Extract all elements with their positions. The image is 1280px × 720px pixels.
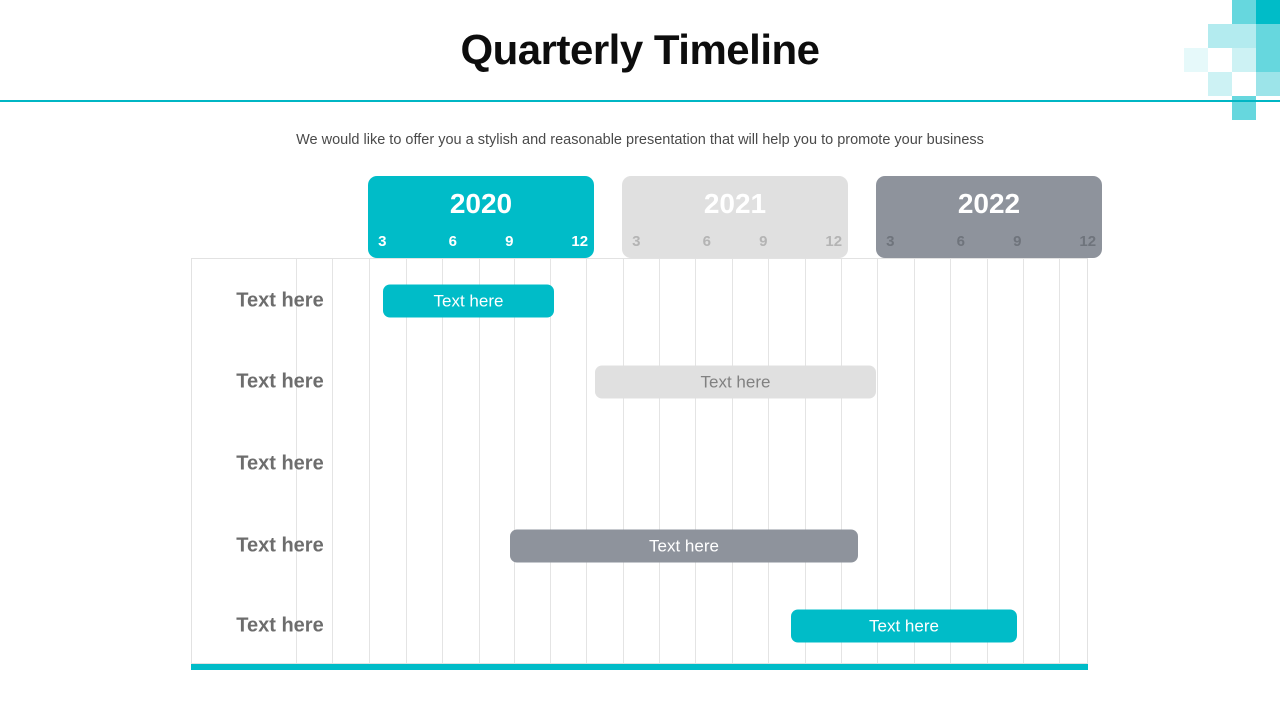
- task-bar[interactable]: Text here: [383, 284, 554, 318]
- gridline: [1023, 259, 1024, 663]
- month-tick-label: 12: [571, 233, 589, 250]
- row-label: Text here: [236, 452, 324, 475]
- page-subtitle: We would like to offer you a stylish and…: [296, 132, 984, 148]
- timeline-baseline: [191, 664, 1088, 670]
- row-label: Text here: [236, 534, 324, 557]
- page-title: Quarterly Timeline: [460, 26, 820, 73]
- month-tick-label: 12: [1079, 233, 1097, 250]
- year-label: 2021: [703, 188, 767, 219]
- year-label: 2022: [957, 188, 1021, 219]
- year-header-2020[interactable]: 2020 3 6 9 12: [368, 176, 594, 258]
- gridline: [296, 259, 297, 663]
- gridline: [914, 259, 915, 663]
- month-tick-label: 9: [1013, 233, 1022, 250]
- gridline: [479, 259, 480, 663]
- gridline: [332, 259, 333, 663]
- month-tick-label: 3: [632, 233, 641, 250]
- gridline: [805, 259, 806, 663]
- task-bar-label: Text here: [869, 616, 939, 635]
- year-header-2022[interactable]: 2022 3 6 9 12: [876, 176, 1102, 258]
- row-label: Text here: [236, 289, 324, 312]
- task-bar-label: Text here: [433, 291, 504, 310]
- gridline: [623, 259, 624, 663]
- month-tick-row: 3 6 9 12: [368, 233, 594, 253]
- month-tick-row: 3 6 9 12: [622, 233, 848, 253]
- task-bar-label: Text here: [649, 536, 719, 555]
- month-tick-label: 6: [702, 233, 711, 250]
- gridline: [768, 259, 769, 663]
- month-tick-label: 9: [759, 233, 768, 250]
- gridline: [695, 259, 696, 663]
- gridline: [442, 259, 443, 663]
- task-bar-label: Text here: [700, 372, 771, 391]
- row-label: Text here: [236, 370, 324, 393]
- gridline: [1059, 259, 1060, 663]
- month-tick-label: 6: [448, 233, 457, 250]
- month-tick-label: 3: [886, 233, 895, 250]
- gridline: [877, 259, 878, 663]
- task-bar[interactable]: Text here: [595, 365, 876, 399]
- task-bar[interactable]: Text here: [510, 529, 858, 563]
- month-tick-label: 12: [825, 233, 843, 250]
- month-tick-label: 6: [956, 233, 965, 250]
- year-label: 2020: [449, 188, 513, 219]
- month-tick-label: 3: [378, 233, 387, 250]
- gridline: [514, 259, 515, 663]
- gridline: [586, 259, 587, 663]
- year-header-2021[interactable]: 2021 3 6 9 12: [622, 176, 848, 258]
- gridline: [406, 259, 407, 663]
- gridline: [841, 259, 842, 663]
- gridline: [950, 259, 951, 663]
- gridline: [732, 259, 733, 663]
- month-tick-row: 3 6 9 12: [876, 233, 1102, 253]
- gridline: [659, 259, 660, 663]
- month-tick-label: 9: [505, 233, 514, 250]
- gridline: [987, 259, 988, 663]
- timeline-plot-area: [191, 258, 1088, 664]
- gridline: [550, 259, 551, 663]
- gridline: [369, 259, 370, 663]
- row-label: Text here: [236, 614, 324, 637]
- title-divider: [0, 100, 1280, 102]
- task-bar[interactable]: Text here: [791, 609, 1017, 643]
